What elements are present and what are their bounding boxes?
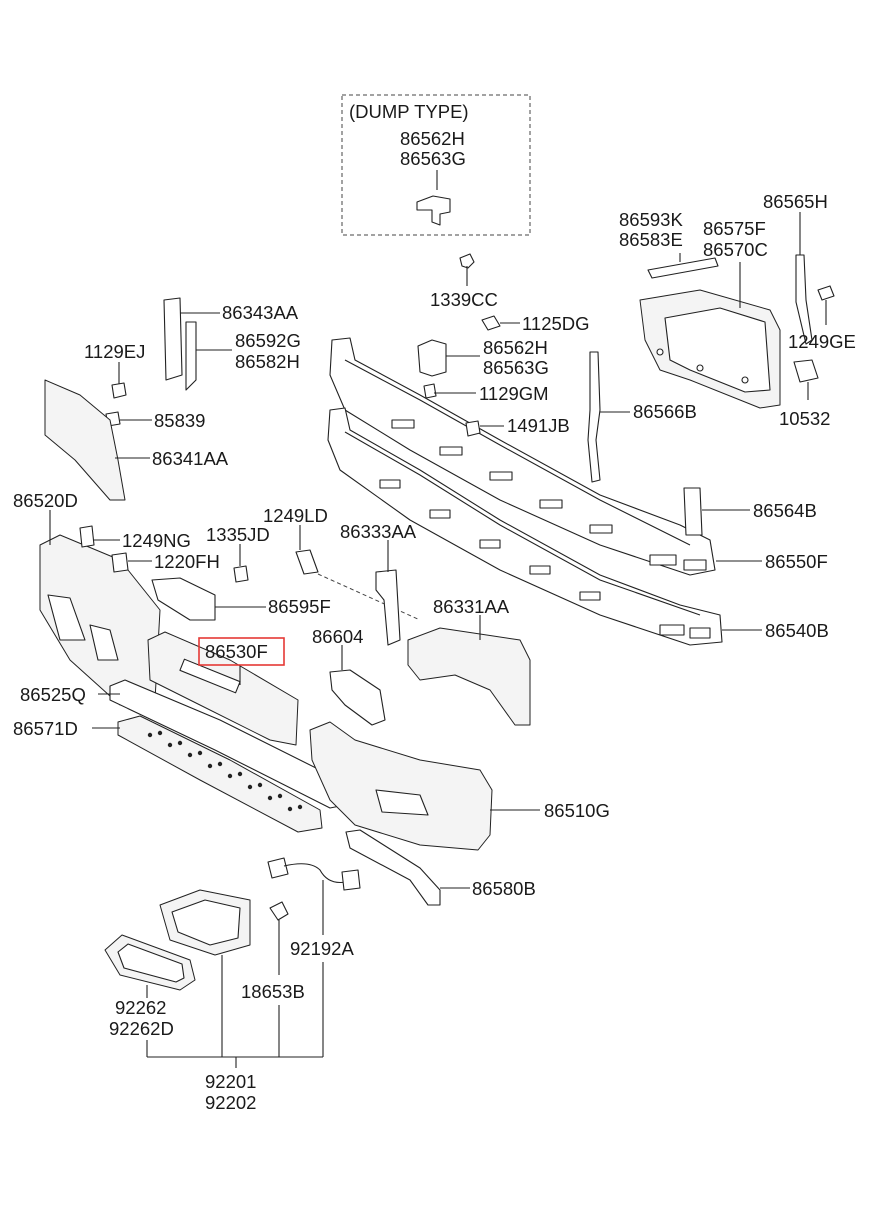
label-86580B: 86580B xyxy=(472,878,536,899)
dump-type-inset: (DUMP TYPE) 86562H 86563G xyxy=(341,94,531,236)
front-bumper-86510g: 86510G xyxy=(309,721,610,851)
bolt-1249ng: 1249NG xyxy=(79,525,191,551)
label-1220FH: 1220FH xyxy=(154,551,220,572)
cover-86331aa: 86331AA xyxy=(407,596,531,726)
stay-86566b: 86566B xyxy=(587,351,697,483)
bracket-86343aa: 86343AA xyxy=(163,297,299,381)
label-1249GE: 1249GE xyxy=(788,331,856,352)
label-92192A: 92192A xyxy=(290,938,354,959)
clip-10532: 10532 xyxy=(779,359,830,429)
bracket-86333aa: 86333AA xyxy=(340,521,417,646)
label-86540B: 86540B xyxy=(765,620,829,641)
bolt-1125dg: 1125DG xyxy=(481,313,590,334)
stay-86592g: 86592G 86582H xyxy=(185,321,301,391)
label-86333AA: 86333AA xyxy=(340,521,417,542)
label-85839: 85839 xyxy=(154,410,205,431)
label-1249LD: 1249LD xyxy=(263,505,328,526)
label-86525Q: 86525Q xyxy=(20,684,86,705)
label-86562H: 86562H xyxy=(483,337,548,358)
clip-1339cc: 1339CC xyxy=(430,253,498,310)
bolt-1129ej: 1129EJ xyxy=(84,341,145,399)
inset-border xyxy=(341,94,531,236)
bolt-1129gm: 1129GM xyxy=(423,383,549,404)
label-86550F: 86550F xyxy=(765,551,828,572)
strip-86571d: 86571D xyxy=(13,715,323,833)
label-86595F: 86595F xyxy=(268,596,331,617)
label-92262: 92262 xyxy=(115,997,166,1018)
label-86593K: 86593K xyxy=(619,209,683,230)
label-86510G: 86510G xyxy=(544,800,610,821)
label-86341AA: 86341AA xyxy=(152,448,229,469)
label-86570C: 86570C xyxy=(703,239,768,260)
bulb-18653b: 18653B xyxy=(241,901,305,1002)
label-86530F: 86530F xyxy=(205,641,268,662)
inset-part-86562H: 86562H xyxy=(400,128,465,149)
nut-1220fh: 1220FH xyxy=(111,551,220,573)
label-86564B: 86564B xyxy=(753,500,817,521)
label-1129EJ: 1129EJ xyxy=(84,341,145,362)
label-1125DG: 1125DG xyxy=(522,313,590,334)
label-86575F: 86575F xyxy=(703,218,766,239)
strip-86571d-holes xyxy=(147,730,303,812)
label-86331AA: 86331AA xyxy=(433,596,510,617)
inset-title: (DUMP TYPE) xyxy=(349,101,469,122)
label-10532: 10532 xyxy=(779,408,830,429)
label-86563G: 86563G xyxy=(483,357,549,378)
bumper-corner-86520d: 86520D xyxy=(13,490,161,706)
bracket-86564b: 86564B xyxy=(683,487,817,536)
stay-86580b: 86580B xyxy=(345,829,536,906)
inset-part-86563G: 86563G xyxy=(400,148,466,169)
fog-lamp-92201 xyxy=(159,889,251,1057)
reinforcement-86530f: 86530F xyxy=(147,631,299,746)
label-92201: 92201 xyxy=(205,1071,256,1092)
label-86565H: 86565H xyxy=(763,191,828,212)
label-18653B: 18653B xyxy=(241,981,305,1002)
bumper-beam-86540b: 86540B xyxy=(327,407,829,646)
label-86566B: 86566B xyxy=(633,401,697,422)
bolt-1249ld: 1249LD xyxy=(263,505,421,621)
label-86571D: 86571D xyxy=(13,718,78,739)
label-86582H: 86582H xyxy=(235,351,300,372)
bracket-86562h: 86562H 86563G xyxy=(417,337,549,378)
label-1129GM: 1129GM xyxy=(479,383,549,404)
nut-1335jd: 1335JD xyxy=(206,524,270,583)
label-86520D: 86520D xyxy=(13,490,78,511)
label-1491JB: 1491JB xyxy=(507,415,570,436)
label-86592G: 86592G xyxy=(235,330,301,351)
label-92202: 92202 xyxy=(205,1092,256,1113)
leader-tree-92201: 92201 92202 xyxy=(146,962,324,1113)
label-92262D: 92262D xyxy=(109,1018,174,1039)
bolt-1249ge: 1249GE xyxy=(788,285,856,352)
wiring-92192a: 92192A xyxy=(267,857,361,959)
inset-bracket-shape xyxy=(416,195,451,226)
radiator-support: 86593K 86583E 86575F 86570C xyxy=(619,209,781,409)
label-86343AA: 86343AA xyxy=(222,302,299,323)
bracket-86604: 86604 xyxy=(312,626,386,726)
highlight-box-86530F xyxy=(198,637,285,666)
clip-85839: 85839 xyxy=(105,410,205,431)
label-86604: 86604 xyxy=(312,626,363,647)
cover-86341aa: 86341AA xyxy=(44,379,229,501)
bezel-92262: 92262 92262D xyxy=(104,934,196,1039)
label-1249NG: 1249NG xyxy=(122,530,191,551)
label-1339CC: 1339CC xyxy=(430,289,498,310)
label-86583E: 86583E xyxy=(619,229,683,250)
bracket-86595f: 86595F xyxy=(151,577,331,621)
strap-86565h: 86565H xyxy=(763,191,828,345)
bumper-beam-86550f: 86550F xyxy=(329,337,828,576)
clip-1491jb: 1491JB xyxy=(465,415,570,437)
label-1335JD: 1335JD xyxy=(206,524,270,545)
